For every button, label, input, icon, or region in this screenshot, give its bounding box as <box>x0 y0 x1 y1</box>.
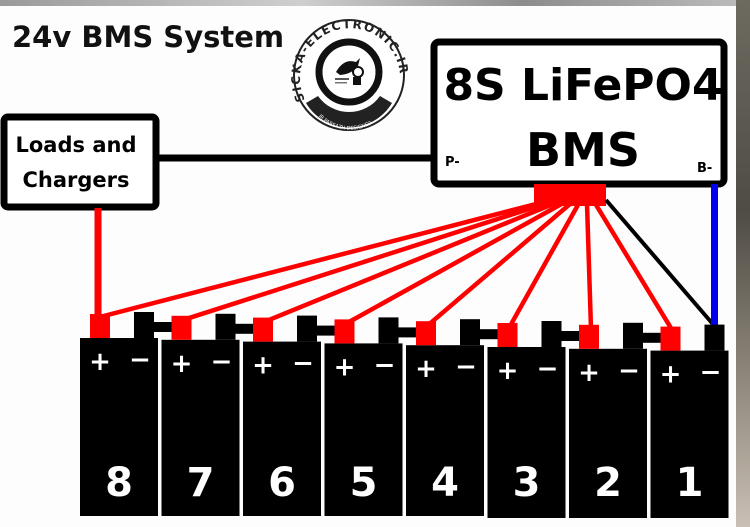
balance-wire-cell-8 <box>95 201 537 321</box>
p-minus-terminal-label: P- <box>445 155 460 170</box>
balance-wires <box>94 184 718 332</box>
cell-body <box>243 341 321 516</box>
bms-module: 8S LiFePO4 BMS P- B- <box>430 38 728 188</box>
series-link <box>633 332 671 343</box>
cell-body <box>406 345 484 516</box>
balance-wire-cell-1 <box>593 202 675 332</box>
cell-number: 1 <box>676 460 704 506</box>
cell-minus-label: − <box>455 352 477 382</box>
battery-cell-2: +− 2 <box>569 322 671 518</box>
cell-number: 3 <box>513 460 541 506</box>
photo-edge-right <box>736 0 750 527</box>
positive-terminal <box>90 314 110 338</box>
positive-terminal <box>579 324 599 349</box>
cell-minus-label: − <box>700 358 722 388</box>
cell-minus-label: − <box>292 349 314 379</box>
battery-cell-4: +− 4 <box>406 319 508 516</box>
balance-wire-cell-7 <box>182 201 546 322</box>
cell-body <box>161 339 240 516</box>
photo-edge-top <box>0 0 750 6</box>
bird-gear-emblem-icon <box>335 58 364 85</box>
cell-plus-label: + <box>497 356 519 386</box>
series-link <box>388 327 426 338</box>
balance-wire-cell-4 <box>426 202 572 327</box>
cell-number: 5 <box>350 460 378 506</box>
cell-body <box>569 348 647 518</box>
cell-plus-label: + <box>89 347 111 377</box>
cell-minus-label: − <box>618 356 640 386</box>
battery-cell-5: +− 5 <box>324 317 426 516</box>
battery-cell-7: +− 7 <box>161 313 263 516</box>
balance-connector <box>534 184 606 206</box>
cell-plus-label: + <box>252 351 274 381</box>
positive-terminal <box>171 315 192 340</box>
cell-minus-label: − <box>129 345 151 375</box>
cell-minus-label: − <box>537 354 559 384</box>
positive-terminal <box>334 319 355 344</box>
cell-number: 2 <box>594 460 622 506</box>
battery-cell-1: +− 1 <box>650 324 729 518</box>
bms-model-label: 8S LiFePO4 <box>443 60 722 111</box>
series-link <box>225 323 263 334</box>
b-minus-terminal-label: B- <box>697 161 712 176</box>
balance-wire-b0 <box>604 198 717 328</box>
balance-wire-cell-5 <box>345 202 563 326</box>
battery-pack: +−8+−7+−6+−5+−4+−3+−2+−1 <box>80 312 729 518</box>
series-link <box>307 325 345 336</box>
cell-number: 4 <box>431 460 459 506</box>
bms-label: BMS <box>526 123 640 177</box>
battery-cell-8: +− 8 <box>80 312 182 516</box>
balance-wire-cell-3 <box>507 202 581 329</box>
cell-body <box>487 347 566 518</box>
series-link <box>551 331 589 341</box>
chargers-label: Chargers <box>22 168 129 192</box>
cell-number: 6 <box>268 460 296 506</box>
cell-number: 7 <box>187 460 215 506</box>
cell-plus-label: + <box>578 358 600 388</box>
cell-body <box>324 343 403 516</box>
positive-terminal <box>253 317 273 342</box>
cell-minus-label: − <box>211 347 233 377</box>
negative-terminal <box>704 324 725 351</box>
series-link <box>470 329 508 340</box>
battery-cell-3: +− 3 <box>487 321 589 518</box>
diagram-title: 24v BMS System <box>12 20 284 54</box>
cell-minus-label: − <box>374 350 396 380</box>
balance-wire-cell-2 <box>584 203 594 329</box>
positive-terminal <box>660 326 681 351</box>
loads-label: Loads and <box>16 133 137 157</box>
cell-body <box>80 338 158 516</box>
series-link <box>144 322 182 332</box>
battery-cell-6: +− 6 <box>243 315 345 516</box>
loads-and-chargers-box: Loads and Chargers <box>0 113 160 211</box>
cell-body <box>650 350 729 518</box>
logo-badge: SICKA-ELECTRONIC.IR IR PARSAZH DESIGNED <box>289 17 410 132</box>
cell-number: 8 <box>105 460 133 506</box>
cell-plus-label: + <box>660 360 682 390</box>
cell-plus-label: + <box>415 354 437 384</box>
balance-wire-cell-6 <box>264 201 554 324</box>
positive-terminal <box>497 323 518 347</box>
cell-plus-label: + <box>334 352 356 382</box>
cell-plus-label: + <box>171 349 193 379</box>
positive-terminal <box>416 321 436 346</box>
